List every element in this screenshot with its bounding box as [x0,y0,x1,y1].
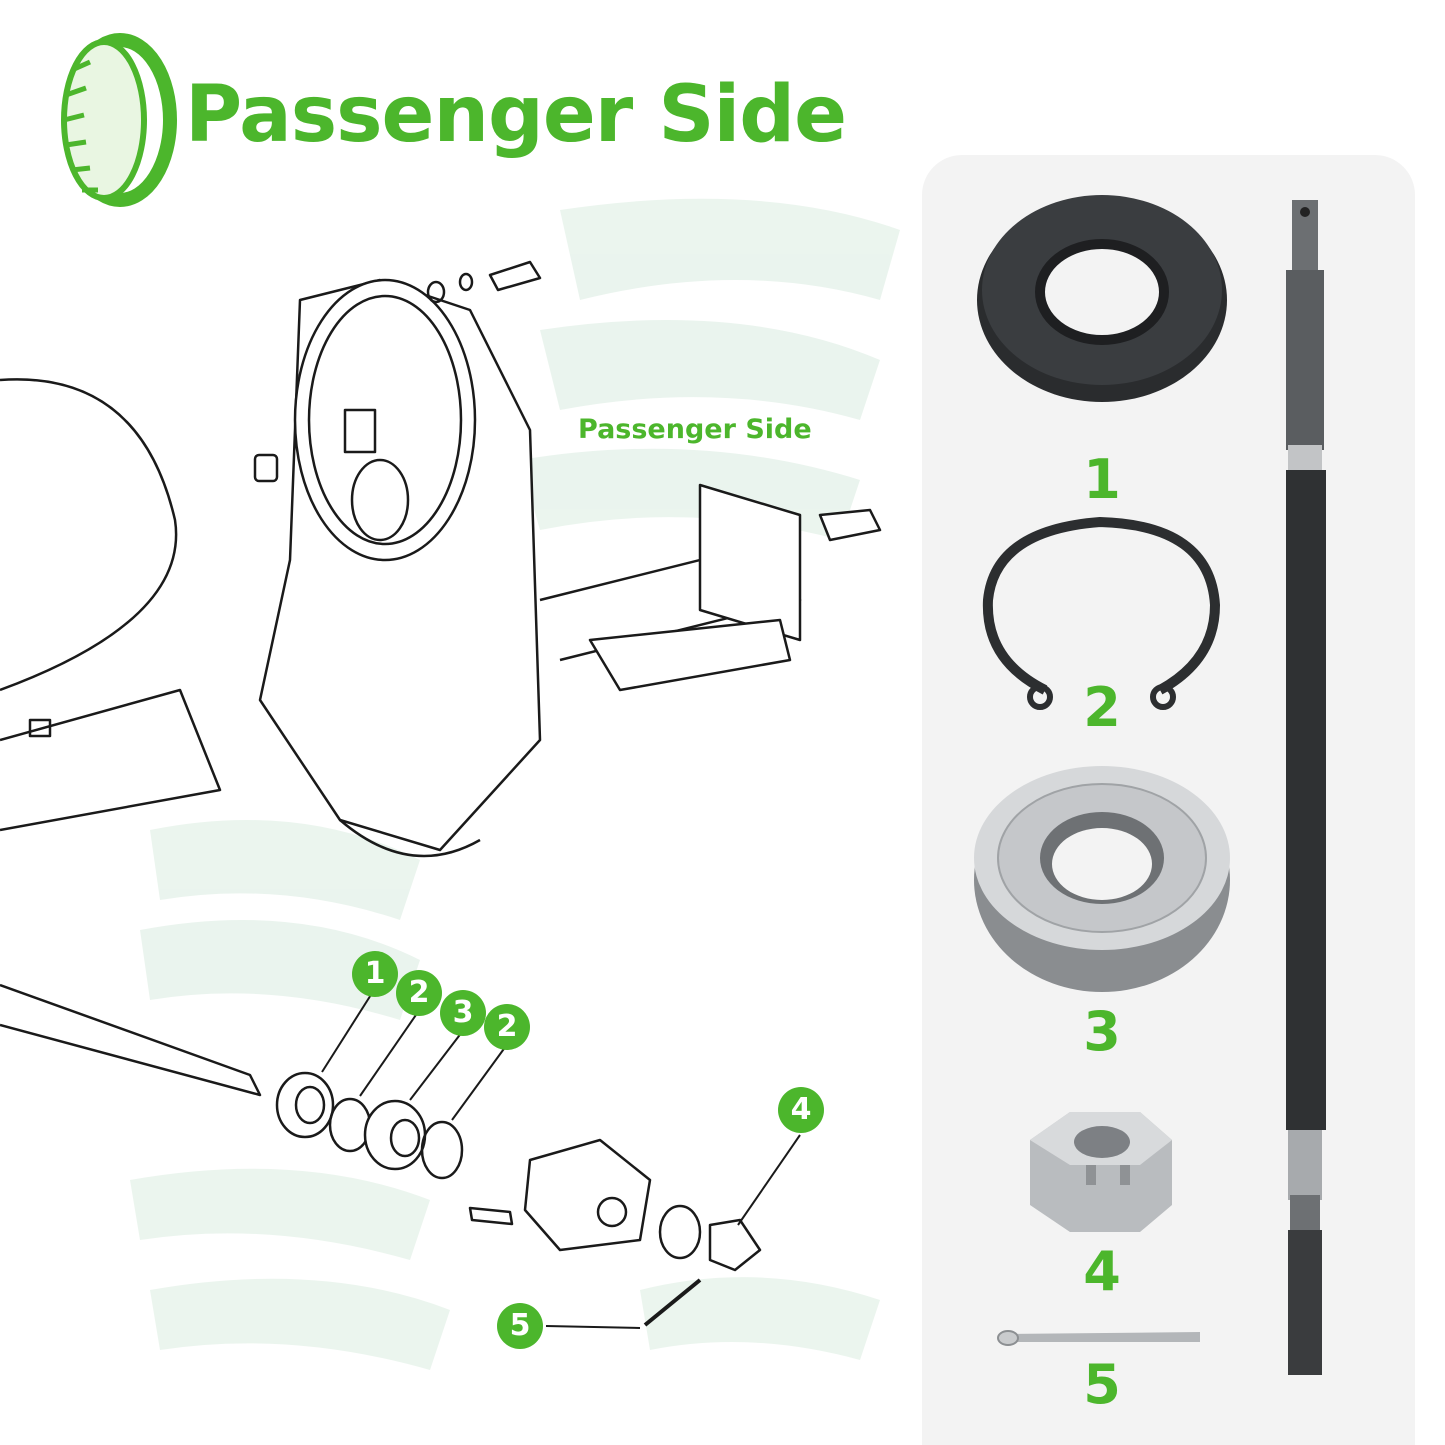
part-number: 5 [1083,1353,1121,1416]
page-title: Passenger Side [185,70,847,160]
callout-badge: 2 [484,1004,530,1050]
oil-seal-icon [977,195,1227,402]
part-number: 1 [1083,448,1121,511]
snap-ring-icon [982,516,1221,710]
cotter-pin-icon [997,1330,1200,1346]
callout-badge: 5 [497,1303,543,1349]
part-number: 2 [1083,676,1121,739]
callout-badge: 2 [396,970,442,1016]
diagram-label: Passenger Side [578,414,812,445]
castle-nut-icon [1030,1112,1172,1232]
bearing-icon [974,766,1230,992]
part-number: 3 [1083,1000,1121,1063]
axle-shaft-icon [1286,200,1326,1375]
callout-badge: 1 [352,951,398,997]
part-number: 4 [1083,1240,1121,1303]
callout-badge: 4 [778,1087,824,1133]
callout-badge: 3 [440,990,486,1036]
